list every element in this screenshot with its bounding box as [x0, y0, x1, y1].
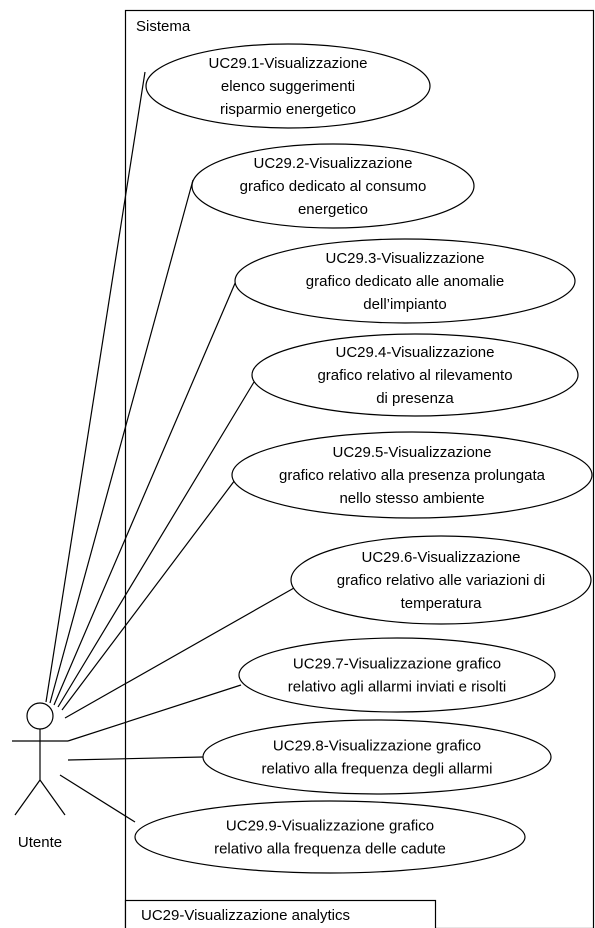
actor-head	[26, 702, 54, 730]
actor-label: Utente	[18, 834, 62, 851]
use-case-4[interactable]: UC29.4-Visualizzazione grafico relativo a…	[251, 333, 579, 417]
actor-figure-icon	[12, 702, 68, 816]
use-case-1[interactable]: UC29.1-Visualizzazione elenco suggeriment…	[145, 43, 431, 129]
use-case-ellipse	[238, 637, 556, 713]
association-line-2	[49, 179, 194, 704]
use-case-ellipse	[191, 143, 475, 229]
use-case-3[interactable]: UC29.3-Visualizzazione grafico dedicato a…	[234, 238, 576, 324]
use-case-label-line: UC29.1-Visualizzazione	[209, 55, 368, 72]
use-case-label-line: UC29.3-Visualizzazione	[326, 250, 485, 267]
use-case-label-line: UC29.6-Visualizzazione	[362, 549, 521, 566]
actor-right-leg	[39, 779, 66, 816]
use-case-label-line: UC29.9-Visualizzazione grafico	[226, 818, 434, 835]
use-case-5[interactable]: UC29.5-Visualizzazione grafico relativo a…	[231, 431, 593, 519]
use-case-label-line: UC29.7-Visualizzazione grafico	[293, 656, 501, 673]
association-line-9	[59, 774, 136, 823]
use-case-label-line: grafico relativo al rilevamento	[317, 367, 512, 384]
association-line-3	[53, 280, 237, 706]
footer-box	[124, 899, 437, 928]
use-case-label-line: UC29.8-Visualizzazione grafico	[273, 738, 481, 755]
footer-label: UC29-Visualizzazione analytics	[141, 907, 350, 924]
system-boundary: Sistema	[124, 9, 595, 928]
association-lines	[45, 71, 295, 823]
actor-utente[interactable]: Utente	[12, 702, 68, 851]
use-case-label-line: UC29.5-Visualizzazione	[333, 444, 492, 461]
use-case-label-line: elenco suggerimenti	[221, 78, 355, 95]
use-case-label-line: relativo alla frequenza degli allarmi	[262, 761, 493, 778]
use-case-7[interactable]: UC29.7-Visualizzazione grafico relativo a…	[238, 637, 556, 713]
system-label: Sistema	[136, 18, 191, 35]
use-case-label-line: grafico relativo alla presenza prolungat…	[279, 467, 546, 484]
use-case-label-line: grafico dedicato al consumo	[240, 178, 427, 195]
use-case-9[interactable]: UC29.9-Visualizzazione grafico relativo a…	[134, 800, 526, 874]
diagram-footer: UC29-Visualizzazione analytics	[124, 899, 437, 928]
association-line-4	[57, 381, 255, 708]
use-case-8[interactable]: UC29.8-Visualizzazione grafico relativo a…	[202, 719, 552, 795]
use-case-label-line: risparmio energetico	[220, 101, 356, 118]
use-case-ellipse	[234, 238, 576, 324]
use-case-ellipse	[202, 719, 552, 795]
use-case-ellipse	[251, 333, 579, 417]
use-case-label-line: energetico	[298, 201, 368, 218]
association-line-7	[67, 684, 242, 742]
use-cases: UC29.1-Visualizzazione elenco suggeriment…	[134, 43, 593, 874]
use-case-ellipse	[145, 43, 431, 129]
use-case-label-line: relativo agli allarmi inviati e risolti	[288, 679, 506, 696]
use-case-label-line: grafico dedicato alle anomalie	[306, 273, 504, 290]
actor-left-leg	[14, 779, 41, 816]
use-case-ellipse	[134, 800, 526, 874]
use-case-2[interactable]: UC29.2-Visualizzazione grafico dedicato a…	[191, 143, 475, 229]
association-line-5	[61, 479, 236, 711]
use-case-label-line: UC29.2-Visualizzazione	[254, 155, 413, 172]
association-line-1	[45, 71, 146, 703]
system-boundary-box	[124, 9, 595, 928]
use-case-label-line: UC29.4-Visualizzazione	[336, 344, 495, 361]
use-case-6[interactable]: UC29.6-Visualizzazione grafico relativo a…	[290, 535, 592, 625]
use-case-ellipse	[290, 535, 592, 625]
use-case-label-line: temperatura	[401, 595, 483, 612]
association-line-6	[64, 587, 295, 719]
use-case-label-line: nello stesso ambiente	[339, 490, 484, 507]
use-case-ellipse	[231, 431, 593, 519]
use-case-label-line: grafico relativo alle variazioni di	[337, 572, 545, 589]
use-case-label-line: relativo alla frequenza delle cadute	[214, 841, 446, 858]
use-case-label-line: dell’impianto	[363, 296, 446, 313]
use-case-label-line: di presenza	[376, 390, 454, 407]
association-line-8	[67, 756, 204, 761]
